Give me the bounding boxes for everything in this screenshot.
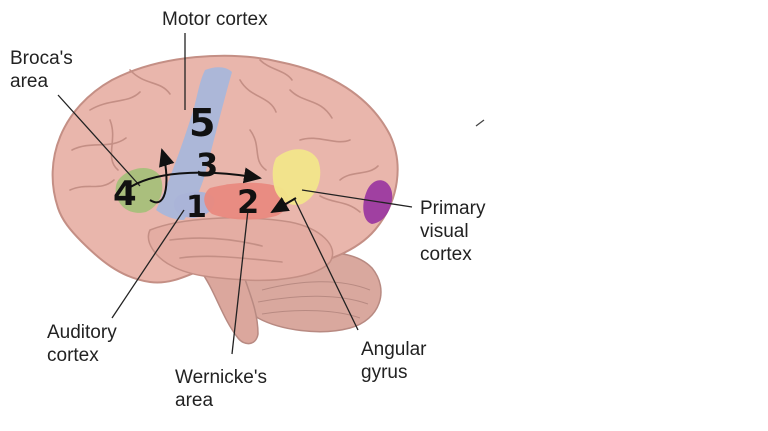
angular-gyrus-label: Angular gyrus (361, 339, 427, 383)
leader-brocas-area (57, 94, 141, 187)
gyri-lines (69, 59, 379, 263)
number-1: 1 (186, 190, 207, 225)
brocas-area-label: Broca's area (10, 48, 73, 92)
motor-cortex-region (156, 67, 232, 220)
wernickes-area-region (204, 182, 289, 220)
curved-arrow-icon (125, 167, 262, 191)
number-4: 4 (113, 174, 137, 214)
number-2: 2 (237, 183, 259, 221)
cerebrum (51, 54, 399, 284)
primary-visual-cortex-label: Primary visual cortex (420, 198, 486, 265)
leader-wernickes-area (231, 209, 249, 355)
brain-stem (198, 269, 259, 345)
leader-auditory-cortex (111, 209, 185, 319)
motor-cortex-label: Motor cortex (162, 9, 268, 30)
curved-arrow-icon (270, 197, 297, 214)
wernickes-area-label: Wernicke's area (175, 367, 267, 411)
leader-visual-cortex (301, 189, 413, 208)
curved-arrow-icon (149, 148, 175, 204)
leader-angular-gyrus (293, 197, 359, 331)
auditory-cortex-label: Auditory cortex (47, 322, 117, 366)
number-5: 5 (189, 101, 215, 145)
stray-mark (475, 119, 485, 127)
number-3: 3 (196, 146, 218, 184)
auditory-cortex-region (174, 191, 215, 218)
